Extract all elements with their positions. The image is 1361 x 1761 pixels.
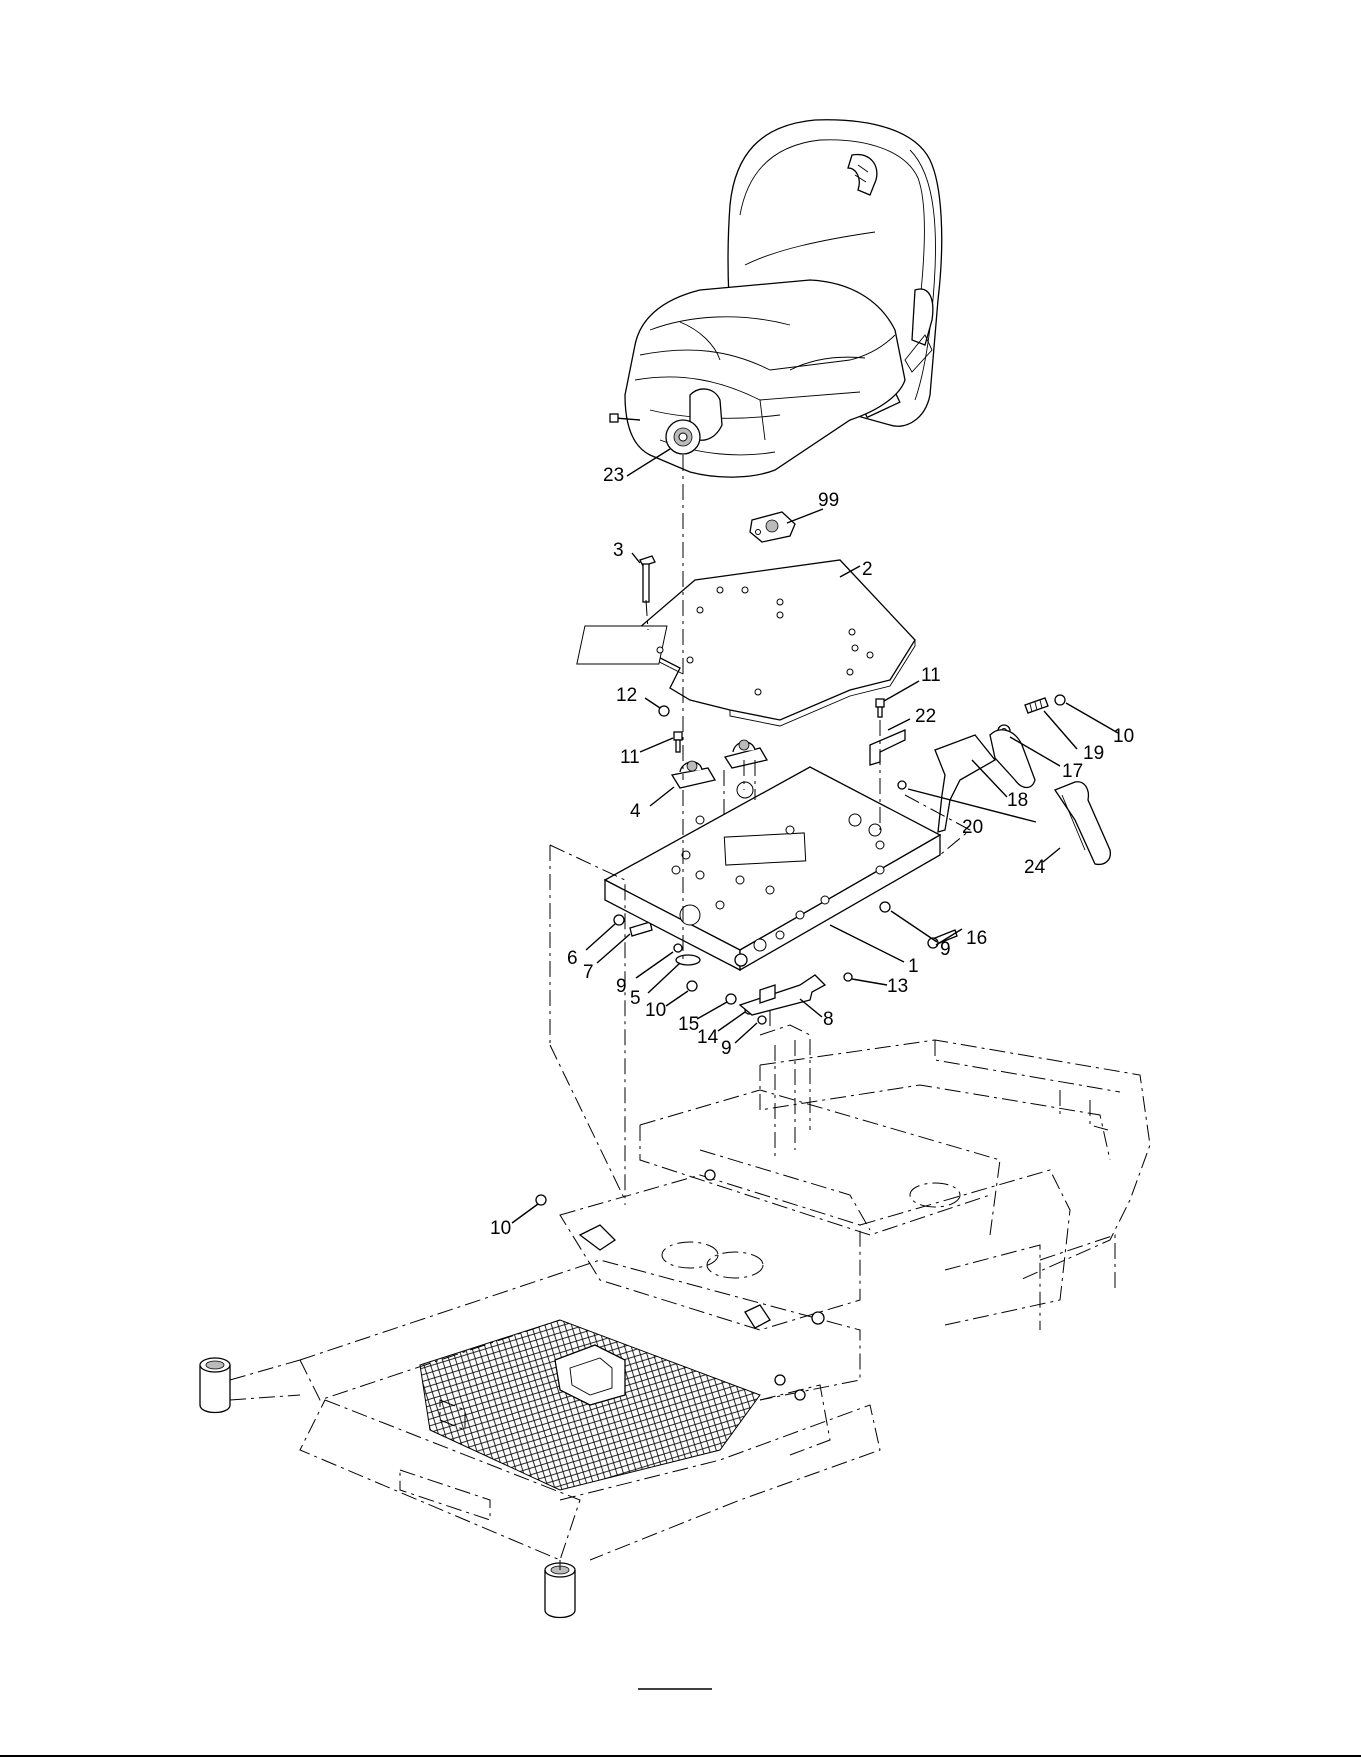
- latch-part: [935, 730, 1035, 832]
- callout-16: 16: [966, 928, 987, 949]
- seat-assembly: [610, 120, 942, 477]
- callout-17: 17: [1062, 761, 1083, 782]
- callout-18: 18: [1007, 790, 1028, 811]
- callout-13: 13: [887, 976, 908, 997]
- callout-11b: 11: [921, 665, 941, 686]
- bolt-part: [640, 556, 655, 602]
- callout-15: 15: [678, 1014, 699, 1035]
- callout-22: 22: [915, 706, 936, 727]
- callout-1: 1: [908, 956, 919, 977]
- callout-5: 5: [630, 988, 641, 1009]
- seat-base-plate: [605, 767, 940, 970]
- callout-20: 20: [962, 817, 983, 838]
- callout-19: 19: [1083, 743, 1104, 764]
- callout-99: 99: [818, 490, 839, 511]
- callout-9b: 9: [940, 939, 951, 960]
- callout-14: 14: [697, 1027, 719, 1048]
- callout-10c: 10: [490, 1218, 511, 1239]
- mower-frame: [200, 1025, 1150, 1618]
- callout-9c: 9: [721, 1038, 732, 1059]
- callout-23: 23: [603, 465, 624, 486]
- callout-3: 3: [613, 540, 624, 561]
- seat-switch-part: [750, 512, 795, 542]
- callout-4: 4: [630, 801, 641, 822]
- callout-2: 2: [862, 559, 873, 580]
- callout-6: 6: [567, 948, 578, 969]
- callout-10a: 10: [1113, 726, 1134, 747]
- callout-7: 7: [583, 962, 594, 983]
- callout-10b: 10: [645, 1000, 666, 1021]
- bracket-part: [870, 730, 905, 765]
- callout-12: 12: [616, 685, 637, 706]
- isolator-mount-parts: [672, 740, 767, 788]
- callout-8: 8: [823, 1009, 834, 1030]
- callout-9a: 9: [616, 976, 627, 997]
- handle-grip-part: [1055, 782, 1110, 865]
- callout-24: 24: [1024, 857, 1046, 878]
- callout-11a: 11: [620, 747, 640, 768]
